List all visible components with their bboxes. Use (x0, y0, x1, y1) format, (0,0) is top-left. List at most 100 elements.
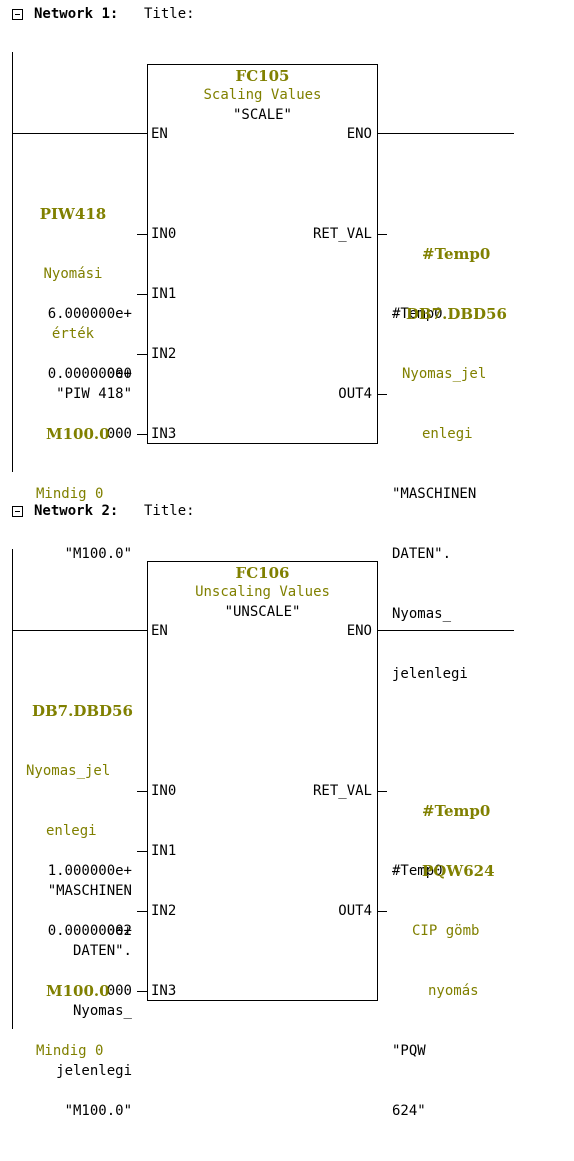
network-1-header: Network 1: Title: (12, 6, 195, 24)
operand-value-line: 000 (106, 366, 132, 382)
operand-symbol: "M100.0" (64, 1103, 132, 1119)
block-description: Scaling Values (203, 87, 322, 103)
collapse-icon[interactable] (12, 506, 23, 517)
operand-symbol: "PIW 418" (56, 386, 132, 402)
network-title[interactable]: Title: (144, 503, 195, 519)
in2-operand[interactable]: 0.000000e+ 000 (14, 881, 132, 1041)
operand-symbol-line: DATEN". (72, 943, 132, 959)
operand-comment-line: Nyomas_jel (26, 763, 111, 779)
ret-val-tick (377, 234, 387, 235)
ret-val-operand[interactable]: #Temp0 #Temp0 (392, 204, 490, 364)
pin-in2: IN2 (151, 903, 177, 919)
pin-out4: OUT4 (338, 386, 372, 402)
eno-wire (377, 630, 514, 631)
network-number: 1 (101, 6, 110, 22)
in0-operand[interactable]: PIW418 Nyomási érték "PIW 418" (14, 164, 132, 444)
power-rail (12, 52, 13, 472)
pin-in3: IN3 (151, 983, 177, 999)
operand-address: #Temp0 (422, 245, 491, 263)
operand-value-line: 0.000000e+ (47, 366, 132, 382)
en-wire (12, 133, 147, 134)
operand-address: DB7.DBD56 (32, 702, 133, 720)
out4-tick (377, 394, 387, 395)
operand-symbol: "M100.0" (64, 546, 132, 562)
in2-tick (137, 911, 147, 912)
pin-out4: OUT4 (338, 903, 372, 919)
operand-symbol-line: Nyomas_ (72, 1003, 132, 1019)
pin-ret-val: RET_VAL (312, 226, 372, 242)
block-name: FC105 (235, 67, 290, 85)
operand-address: M100.0 (46, 982, 110, 1000)
ret-val-operand[interactable]: #Temp0 #Temp0 (392, 761, 490, 921)
operand-comment-line: Mindig 0 (36, 486, 104, 502)
operand-comment-line: Mindig 0 (36, 1043, 104, 1059)
operand-value-line: 000 (106, 426, 132, 442)
in3-operand[interactable]: M100.0 Mindig 0 "M100.0" (14, 384, 132, 604)
network-2-header: Network 2: Title: (12, 503, 195, 521)
operand-value-line: 6.000000e+ (47, 306, 132, 322)
operand-symbol-line: DATEN". (392, 546, 452, 562)
operand-address: #Temp0 (422, 802, 491, 820)
operand-symbol-line: "MASCHINEN (47, 883, 132, 899)
operand-symbol-line: 624" (392, 1103, 426, 1119)
pin-eno: ENO (346, 623, 372, 639)
in1-tick (137, 851, 147, 852)
in1-operand[interactable]: 6.000000e+ 000 (14, 264, 132, 424)
pin-in0: IN0 (151, 783, 177, 799)
out4-operand[interactable]: DB7.DBD56 Nyomas_jel enlegi "MASCHINEN D… (392, 264, 507, 724)
block-description: Unscaling Values (195, 584, 330, 600)
pin-in1: IN1 (151, 843, 177, 859)
operand-comment-line: enlegi (422, 426, 473, 442)
operand-value-line: 002 (106, 923, 132, 939)
block-symbol: "SCALE" (232, 107, 292, 123)
operand-value-line: 0.000000e+ (47, 923, 132, 939)
operand-address: M100.0 (46, 425, 110, 443)
operand-comment-line: nyomás (428, 983, 479, 999)
out4-tick (377, 911, 387, 912)
function-block-fc106[interactable]: FC106 Unscaling Values "UNSCALE" EN ENO … (147, 561, 378, 1001)
operand-symbol: #Temp0 (392, 306, 443, 322)
operand-symbol-line: "PQW (392, 1043, 426, 1059)
pin-in2: IN2 (151, 346, 177, 362)
pin-in3: IN3 (151, 426, 177, 442)
network-colon: : (109, 6, 119, 22)
collapse-icon[interactable] (12, 9, 23, 20)
network-title[interactable]: Title: (144, 6, 195, 22)
operand-address: PIW418 (39, 205, 107, 223)
in2-operand[interactable]: 0.000000e+ 000 (14, 324, 132, 484)
in1-tick (137, 294, 147, 295)
operand-comment-line: CIP gömb (412, 923, 480, 939)
in1-operand[interactable]: 1.000000e+ 002 (14, 821, 132, 981)
in3-operand[interactable]: M100.0 Mindig 0 "M100.0" (14, 941, 132, 1161)
function-block-fc105[interactable]: FC105 Scaling Values "SCALE" EN ENO IN0 … (147, 64, 378, 444)
pin-en: EN (151, 623, 168, 639)
pin-in0: IN0 (151, 226, 177, 242)
network-label: Network (34, 503, 94, 519)
eno-wire (377, 133, 514, 134)
power-rail (12, 549, 13, 1029)
operand-symbol-line: Nyomas_ (392, 606, 452, 622)
pin-ret-val: RET_VAL (312, 783, 372, 799)
in0-tick (137, 234, 147, 235)
network-2: Network 2: Title: FC106 Unscaling Values… (0, 497, 574, 1119)
in3-tick (137, 434, 147, 435)
pin-en: EN (151, 126, 168, 142)
operand-comment-line: enlegi (46, 823, 97, 839)
operand-comment-line: érték (51, 326, 95, 342)
operand-symbol-line: jelenlegi (392, 666, 468, 682)
network-number: 2 (101, 503, 110, 519)
operand-symbol: #Temp0 (392, 863, 443, 879)
in0-tick (137, 791, 147, 792)
operand-address: DB7.DBD56 (406, 305, 507, 323)
network-1: Network 1: Title: FC105 Scaling Values "… (0, 0, 574, 682)
operand-comment-line: Nyomas_jel (402, 366, 487, 382)
block-name: FC106 (235, 564, 290, 582)
ret-val-tick (377, 791, 387, 792)
out4-operand[interactable]: PQW624 CIP gömb nyomás "PQW 624" (392, 821, 495, 1161)
en-wire (12, 630, 147, 631)
operand-address: PQW624 (422, 862, 495, 880)
operand-comment-line: Nyomási (43, 266, 103, 282)
network-label: Network (34, 6, 94, 22)
operand-value-line: 1.000000e+ (47, 863, 132, 879)
operand-symbol-line: "MASCHINEN (392, 486, 477, 502)
